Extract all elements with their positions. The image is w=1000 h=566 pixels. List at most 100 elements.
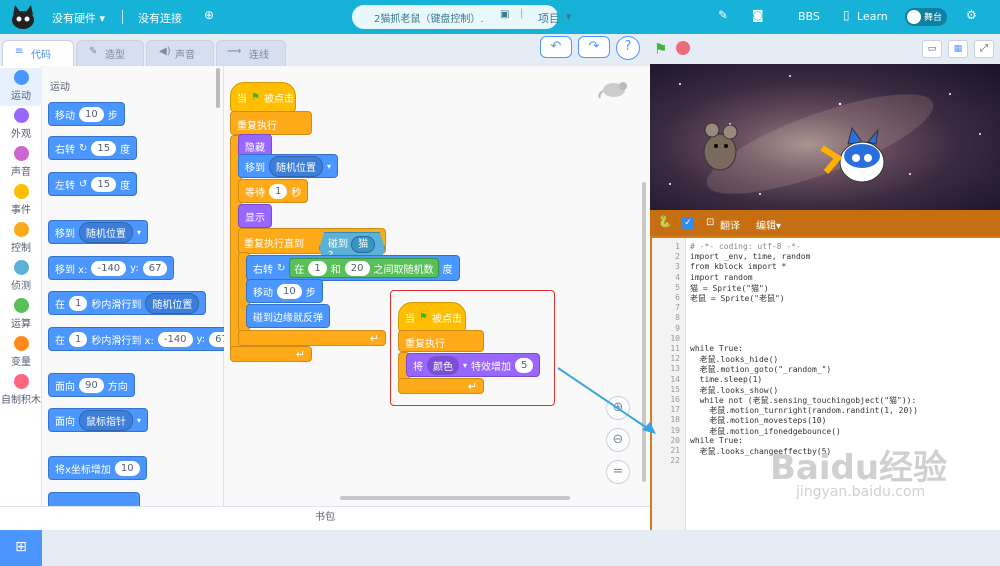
- block-repeat-until[interactable]: 重复执行直到 碰到 猫 ?: [238, 228, 386, 264]
- block-forever[interactable]: 重复执行: [230, 111, 312, 135]
- tab-code[interactable]: ≡ 代码: [2, 40, 74, 66]
- hardware-menu[interactable]: 没有硬件 ▾: [52, 12, 106, 25]
- pen-icon[interactable]: ✎: [718, 8, 729, 22]
- learn-link[interactable]: Learn: [857, 10, 888, 23]
- line-number: 3: [675, 262, 680, 272]
- block-goto[interactable]: 移到随机位置▾: [238, 154, 339, 178]
- code-line[interactable]: 猫 = Sprite("猫"): [690, 283, 769, 293]
- gear-icon[interactable]: ⚙: [966, 8, 977, 22]
- category-sensing[interactable]: 侦测: [0, 258, 42, 296]
- backpack-bar[interactable]: 书包: [0, 506, 650, 530]
- code-line[interactable]: 老鼠.motion_ifonedgebounce(): [690, 426, 841, 436]
- connection-menu[interactable]: 没有连接: [138, 12, 182, 25]
- code-line[interactable]: import _env, time, random: [690, 252, 811, 262]
- help-button[interactable]: ?: [616, 36, 640, 60]
- category-dot: [13, 374, 29, 389]
- code-line[interactable]: time.sleep(1): [690, 374, 763, 384]
- category-my-blocks[interactable]: 自制积木: [0, 372, 42, 410]
- tab-wiring[interactable]: ⟿ 连线: [216, 40, 286, 66]
- category-looks[interactable]: 外观: [0, 106, 42, 144]
- loop-arrow-icon: ↵: [369, 332, 379, 345]
- block-touching[interactable]: 碰到 猫 ?: [319, 232, 385, 264]
- translate-button[interactable]: 翻译: [720, 221, 740, 232]
- code-line[interactable]: while True:: [690, 435, 743, 445]
- stage-toggle[interactable]: 舞台: [905, 8, 947, 26]
- large-stage-icon[interactable]: ▦: [948, 40, 968, 58]
- rotate-right-icon: ↻: [277, 262, 286, 274]
- palette-scrollbar[interactable]: [216, 68, 220, 108]
- annotation-highlight-box: [390, 290, 555, 406]
- workspace-hscroll[interactable]: [340, 496, 570, 500]
- project-title-box[interactable]: 2猫抓老鼠（键盘控制）. ▣ |: [352, 5, 558, 29]
- chevron-down-icon[interactable]: ▾: [566, 10, 572, 23]
- small-stage-icon[interactable]: ▭: [922, 40, 942, 58]
- code-line[interactable]: 老鼠.looks_show(): [690, 385, 779, 395]
- project-menu[interactable]: 项目: [538, 12, 560, 25]
- code-line[interactable]: 老鼠.looks_changeeffectby(5): [690, 447, 832, 456]
- code-line[interactable]: 老鼠.motion_movesteps(10): [690, 416, 827, 426]
- code-line[interactable]: 老鼠 = Sprite("老鼠"): [690, 294, 785, 303]
- bbs-link[interactable]: BBS: [798, 10, 820, 23]
- code-line[interactable]: 老鼠.motion_goto("_random_"): [690, 365, 832, 375]
- block-forever[interactable]: 重复执行: [398, 330, 484, 352]
- category-motion[interactable]: 运动: [0, 68, 42, 106]
- code-line[interactable]: while True:: [690, 344, 743, 353]
- code-line[interactable]: import random: [690, 272, 753, 282]
- block-goto[interactable]: 移到随机位置▾: [48, 220, 149, 244]
- fullscreen-icon[interactable]: ⤢: [974, 40, 994, 58]
- block-show[interactable]: 显示: [238, 204, 272, 228]
- category-events[interactable]: 事件: [0, 182, 42, 220]
- zoom-out-button[interactable]: ⊖: [606, 428, 630, 452]
- camera-icon[interactable]: ◙: [752, 8, 764, 22]
- cat-logo-icon[interactable]: [8, 3, 38, 31]
- category-dot: [13, 336, 29, 351]
- wire-icon: ⟿: [227, 46, 242, 57]
- redo-button[interactable]: ↷: [578, 36, 610, 58]
- sync-checkbox[interactable]: ✓: [682, 217, 694, 229]
- category-variables[interactable]: 变量: [0, 334, 42, 372]
- stage-canvas[interactable]: [650, 64, 1000, 210]
- tab-costumes[interactable]: ✎ 造型: [76, 40, 144, 66]
- stop-icon[interactable]: [676, 41, 690, 55]
- code-line[interactable]: from kblock import *: [690, 262, 787, 272]
- undo-button[interactable]: ↶: [540, 36, 572, 58]
- tab-sounds[interactable]: ◀) 声音: [146, 40, 214, 66]
- edit-menu[interactable]: 编辑▾: [756, 221, 782, 232]
- python-icon: 🐍: [658, 215, 672, 228]
- forever-end: ↵: [230, 346, 312, 362]
- block-bounce[interactable]: 碰到边缘就反弹: [246, 304, 330, 328]
- mouse-sprite[interactable]: [694, 118, 750, 178]
- speaker-icon: ◀): [159, 46, 171, 57]
- category-control[interactable]: 控制: [0, 220, 42, 258]
- code-line[interactable]: while not (老鼠.sensing_touchingobject("猫"…: [690, 396, 917, 405]
- workspace-vscroll[interactable]: [642, 182, 646, 482]
- block-when-flag-clicked[interactable]: 当⚑被点击: [230, 82, 296, 112]
- code-line[interactable]: 老鼠.looks_hide(): [690, 355, 779, 365]
- zoom-reset-button[interactable]: =: [606, 460, 630, 484]
- globe-icon[interactable]: ⊕: [204, 8, 215, 22]
- code-line[interactable]: 老鼠.motion_turnright(random.randint(1, 20…: [690, 406, 918, 416]
- save-icon[interactable]: ▣: [500, 9, 510, 20]
- block-point-towards[interactable]: 面向鼠标指针▾: [48, 408, 149, 432]
- code-line[interactable]: # -*- coding: utf-8 -*-: [690, 242, 801, 251]
- cat-sprite[interactable]: [818, 126, 898, 192]
- green-flag-icon[interactable]: ⚑: [654, 40, 668, 58]
- project-name[interactable]: 2猫抓老鼠（键盘控制）.: [374, 14, 484, 25]
- category-operators[interactable]: 运算: [0, 296, 42, 334]
- add-extension-button[interactable]: ⊞: [0, 528, 42, 566]
- category-sound[interactable]: 声音: [0, 144, 42, 182]
